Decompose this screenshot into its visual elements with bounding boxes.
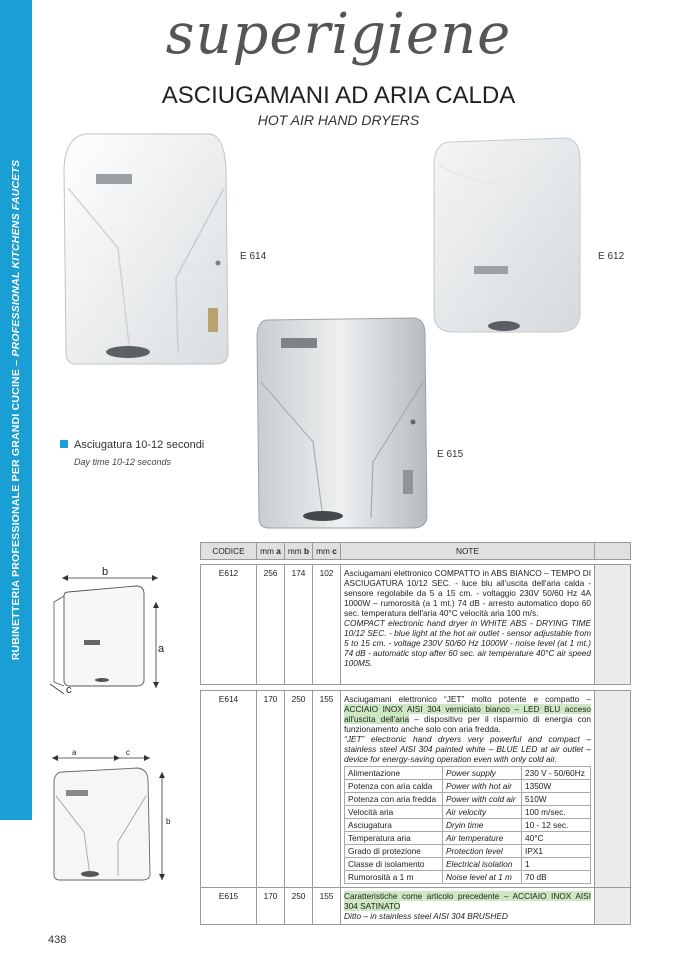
- spec-val: 1350W: [520, 779, 592, 793]
- row-dim-a: 256: [256, 564, 285, 685]
- row-dim-b: 250: [284, 887, 313, 925]
- spec-en: Air temperature: [442, 831, 522, 845]
- spec-val: 10 - 12 sec.: [520, 818, 592, 832]
- row-note: Caratteristiche come articolo precedente…: [340, 887, 595, 925]
- page-subtitle: HOT AIR HAND DRYERS: [257, 112, 420, 128]
- spec-en: Power with hot air: [442, 779, 522, 793]
- product-label-e614: E 614: [240, 251, 267, 262]
- dimension-diagram-e614: a c b: [52, 748, 171, 881]
- page-title: ASCIUGAMANI AD ARIA CALDA: [161, 82, 516, 109]
- row-blank: [594, 564, 631, 685]
- col-header-c: mm c: [312, 542, 341, 560]
- product-image-e612: [433, 137, 581, 333]
- spec-en: Noise level at 1 m: [442, 870, 522, 884]
- spec-val: 230 V - 50/60Hz: [520, 766, 592, 780]
- spec-en: Air velocity: [442, 805, 522, 819]
- col-header-b: mm b: [284, 542, 313, 560]
- table-row: E614 170 250 155 Asciugamani elettronico…: [200, 690, 631, 888]
- dimension-diagram-e612: b a c: [49, 566, 165, 694]
- product-label-e615: E 615: [437, 449, 464, 460]
- spec-it: Rumorosità a 1 m: [344, 870, 443, 884]
- spec-it: Velocità aria: [344, 805, 443, 819]
- col-header-code: CODICE: [200, 542, 257, 560]
- row-code: E612: [200, 564, 257, 685]
- feature-drying-time-en: Day time 10-12 seconds: [74, 457, 172, 467]
- spec-val: 100 m/sec.: [520, 805, 592, 819]
- product-label-e612: E 612: [598, 251, 625, 262]
- spec-en: Power supply: [442, 766, 522, 780]
- spec-val: 1: [520, 857, 592, 871]
- spec-val: 510W: [520, 792, 592, 806]
- row-code: E615: [200, 887, 257, 925]
- row-note: Asciugamani elettronico “JET” molto pote…: [340, 690, 595, 888]
- row-dim-b: 174: [284, 564, 313, 685]
- spec-it: Asciugatura: [344, 818, 443, 832]
- row-dim-c: 102: [312, 564, 341, 685]
- row-code: E614: [200, 690, 257, 888]
- spec-table-header: CODICE mm a mm b mm c NOTE: [200, 542, 631, 560]
- page-number: 438: [48, 934, 67, 946]
- spec-table-e614: E614 170 250 155 Asciugamani elettronico…: [200, 690, 631, 925]
- row-dim-c: 155: [312, 887, 341, 925]
- dim2-label-a: a: [72, 748, 77, 757]
- product-image-e615: [256, 317, 428, 529]
- spec-val: 40°C: [520, 831, 592, 845]
- spec-it: Potenza con aria calda: [344, 779, 443, 793]
- row-dim-c: 155: [312, 690, 341, 888]
- row-dim-b: 250: [284, 690, 313, 888]
- spec-en: Dryin time: [442, 818, 522, 832]
- spec-val: IPX1: [520, 844, 592, 858]
- col-header-note: NOTE: [340, 542, 595, 560]
- spec-it: Temperatura aria: [344, 831, 443, 845]
- spec-it: Classe di isolamento: [344, 857, 443, 871]
- dim-label-a: a: [158, 643, 165, 655]
- spec-table-e612: E612 256 174 102 Asciugamani elettronico…: [200, 564, 631, 685]
- table-row: E612 256 174 102 Asciugamani elettronico…: [200, 564, 631, 685]
- brand-logo: superigiene: [165, 2, 512, 67]
- sidebar-band: RUBINETTERIA PROFESSIONALE PER GRANDI CU…: [0, 0, 32, 820]
- dim-label-c: c: [66, 684, 72, 694]
- dim2-label-b: b: [166, 817, 171, 826]
- bullet-icon: [60, 440, 68, 448]
- dim-label-b: b: [102, 566, 108, 578]
- spec-it: Grado di protezione: [344, 844, 443, 858]
- spec-val: 70 dB: [520, 870, 592, 884]
- spec-en: Power with cold air: [442, 792, 522, 806]
- row-blank: [594, 690, 631, 888]
- row-dim-a: 170: [256, 887, 285, 925]
- table-row: E615 170 250 155 Caratteristiche come ar…: [200, 887, 631, 925]
- sidebar-label: RUBINETTERIA PROFESSIONALE PER GRANDI CU…: [10, 159, 22, 661]
- row-note: Asciugamani elettronico COMPATTO in ABS …: [340, 564, 595, 685]
- dim2-label-c: c: [126, 748, 130, 757]
- feature-drying-time: Asciugatura 10-12 secondi Day time 10-12…: [60, 439, 204, 467]
- product-image-e614: [63, 133, 229, 365]
- col-header-a: mm a: [256, 542, 285, 560]
- spec-en: Protection level: [442, 844, 522, 858]
- row-dim-a: 170: [256, 690, 285, 888]
- spec-it: Alimentazione: [344, 766, 443, 780]
- row-blank: [594, 887, 631, 925]
- spec-it: Potenza con aria fredda: [344, 792, 443, 806]
- spec-en: Electrical isolation: [442, 857, 522, 871]
- col-header-blank: [594, 542, 631, 560]
